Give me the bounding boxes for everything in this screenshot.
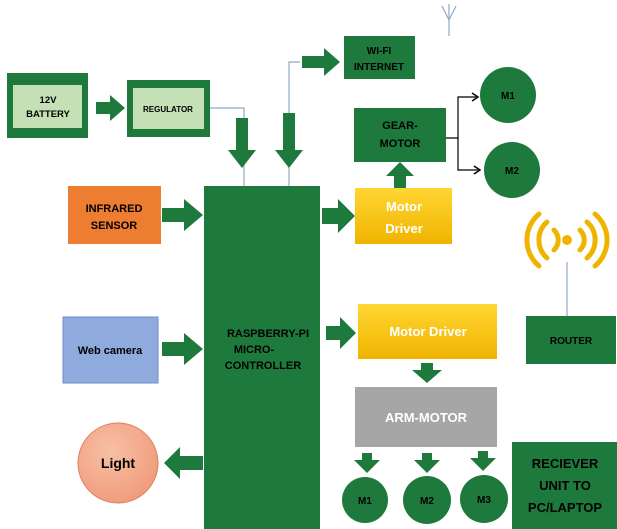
motor-m2-top [484, 142, 540, 198]
receiver-unit-block [512, 442, 617, 529]
arrow-camera-to-controller [162, 333, 203, 365]
arrow-driver-to-gear-motor [386, 162, 414, 188]
motor-driver-2-label: Motor Driver [389, 324, 466, 339]
arrow-infrared-to-controller [162, 199, 203, 231]
m1-top-arrowhead [471, 92, 480, 102]
gear-motor-branch-lines [446, 92, 482, 175]
arm-motor-label: ARM-MOTOR [385, 410, 468, 425]
receiver-line1: RECIEVER [532, 456, 599, 471]
controller-line1: RASPBERRY-PI [227, 328, 309, 340]
battery-line1: 12V [40, 95, 58, 106]
battery-line2: BATTERY [26, 109, 70, 120]
motor-driver-2-block [358, 304, 497, 359]
wifi-line2: INTERNET [354, 62, 404, 73]
m3-bottom-label: M3 [477, 495, 491, 506]
m1-bottom-label: M1 [358, 496, 372, 507]
motor-driver-1-line1: Motor [386, 199, 422, 214]
battery-inner [13, 85, 82, 128]
motor-driver-1-line2: Driver [385, 221, 423, 236]
m1-top-label: M1 [501, 91, 515, 102]
antenna-icon [441, 4, 457, 21]
arrow-controller-to-driver2 [326, 317, 356, 349]
motor-m1-bottom [342, 477, 388, 523]
arrow-driver2-to-arm-motor [412, 363, 442, 383]
regulator-label: REGULATOR [143, 105, 193, 114]
raspberry-pi-controller-block [204, 186, 320, 529]
motor-m3-bottom [460, 475, 508, 523]
controller-line2: MICRO- [234, 344, 275, 356]
m2-top-arrowhead [473, 165, 482, 175]
arrow-controller-to-driver1 [322, 199, 355, 233]
wifi-signal-icon [524, 211, 610, 269]
web-camera-block [62, 316, 159, 384]
web-camera-label: Web camera [78, 345, 143, 357]
m2-top-label: M2 [505, 166, 519, 177]
motor-m1-top [480, 67, 536, 123]
gear-to-m1-line [446, 96, 476, 139]
arrow-arm-to-m2 [414, 453, 440, 473]
arrow-arm-to-m1 [354, 453, 380, 473]
gear-to-m2-line [457, 138, 478, 171]
controller-line3: CONTROLLER [225, 360, 301, 372]
arrow-regulator-to-controller [228, 118, 256, 168]
arrow-wifi-to-controller [275, 113, 303, 168]
motor-m2-bottom [403, 476, 451, 524]
router-label: ROUTER [550, 336, 593, 347]
infrared-line1: INFRARED [86, 203, 143, 215]
gear-motor-line1: GEAR- [382, 120, 418, 132]
regulator-inner [133, 88, 204, 129]
arrow-arm-to-m3 [470, 451, 496, 471]
infrared-line2: SENSOR [91, 220, 138, 232]
arm-motor-block [355, 387, 497, 447]
wifi-line1: WI-FI [367, 46, 392, 57]
wifi-internet-block [344, 36, 415, 79]
arrow-controller-to-light [164, 447, 203, 479]
light-label: Light [101, 455, 136, 471]
router-block [526, 316, 616, 364]
arrow-to-wifi [302, 48, 340, 76]
m2-bottom-label: M2 [420, 496, 434, 507]
arrow-battery-to-regulator [96, 95, 125, 121]
gear-motor-line2: MOTOR [380, 138, 421, 150]
receiver-line2: UNIT TO [539, 478, 591, 493]
motor-driver-1-block [355, 188, 452, 244]
infrared-sensor-block [68, 186, 161, 244]
light-circle [77, 422, 159, 504]
gear-motor-block [354, 108, 446, 162]
receiver-line3: PC/LAPTOP [528, 500, 602, 515]
